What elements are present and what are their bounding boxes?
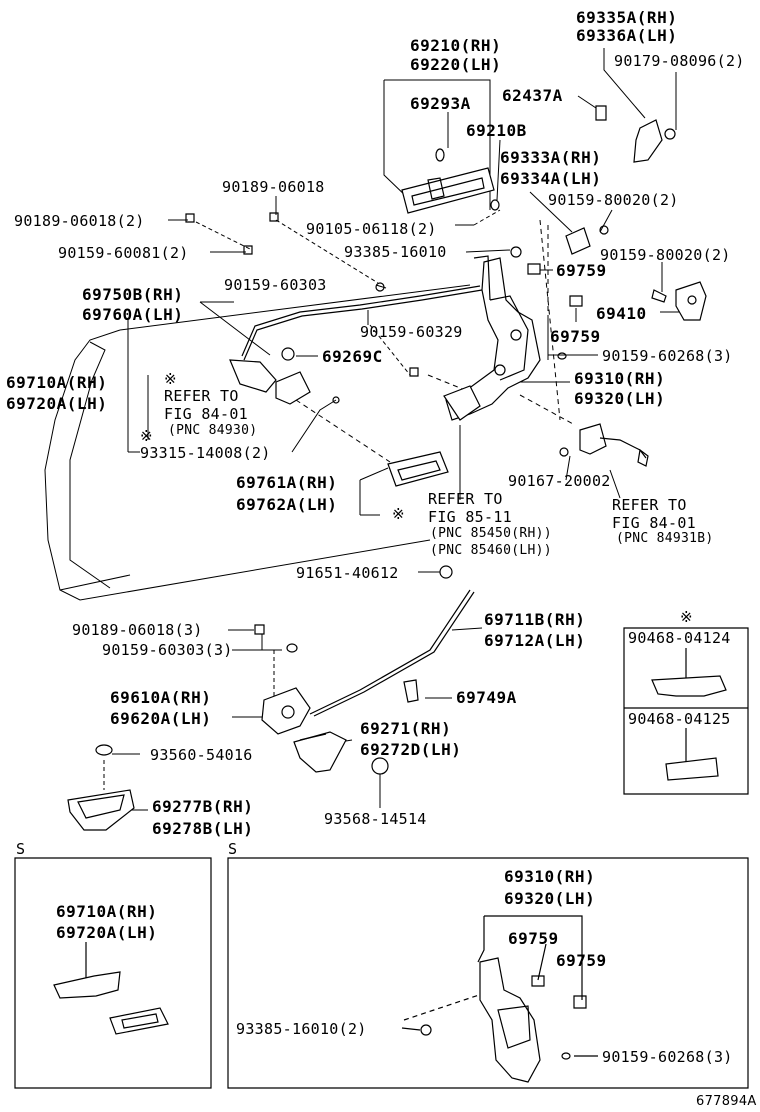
s-box-2 <box>228 858 748 1088</box>
label-69712a: 69712A(LH) <box>484 631 586 650</box>
s2-label-69320: 69320(LH) <box>504 889 596 908</box>
s1-label-69710a: 69710A(RH) <box>56 902 158 921</box>
key-cylinder-part <box>566 226 608 254</box>
label-69335a: 69335A(RH) <box>576 8 678 27</box>
s1-label-69720a: 69720A(LH) <box>56 923 158 942</box>
label-90159-60329: 90159-60329 <box>360 323 463 341</box>
lock-cylinder-part <box>634 120 675 162</box>
label-90159-60303-a: 90159-60303 <box>224 276 327 294</box>
refer-84-01-a-line2: FIG 84-01 <box>164 405 248 423</box>
handle-bezel-part <box>68 790 134 830</box>
latch-bracket-part <box>676 282 706 320</box>
refer-84-01-b-line2: FIG 84-01 <box>612 514 696 532</box>
s2-label-69310: 69310(RH) <box>504 867 596 886</box>
refer-84-01-a-line1: REFER TO <box>164 387 239 405</box>
label-90179-08096: 90179-08096(2) <box>614 52 745 70</box>
label-69269c: 69269C <box>322 347 383 366</box>
label-69310: 69310(RH) <box>574 369 666 388</box>
fasteners <box>96 213 666 774</box>
label-93315-14008: 93315-14008(2) <box>140 444 271 462</box>
star-mark-b: ※ <box>392 505 405 523</box>
label-69320: 69320(LH) <box>574 389 666 408</box>
label-93385-16010: 93385-16010 <box>344 243 447 261</box>
outside-handle-part <box>402 149 499 213</box>
label-69762a: 69762A(LH) <box>236 495 338 514</box>
label-69610a: 69610A(RH) <box>110 688 212 707</box>
refer-84-01-b-pnc: (PNC 84931B) <box>616 531 714 546</box>
label-90189-06018-b: 90189-06018(2) <box>14 212 145 230</box>
label-69410: 69410 <box>596 304 647 323</box>
label-69278b: 69278B(LH) <box>152 819 254 838</box>
label-69210b: 69210B <box>466 121 527 140</box>
refer-85-11-pnc-lh: (PNC 85460(LH)) <box>430 543 552 558</box>
label-69277b: 69277B(RH) <box>152 797 254 816</box>
s-box-1 <box>15 858 211 1088</box>
label-69749a: 69749A <box>456 688 517 707</box>
lock-wire-harness <box>580 424 648 466</box>
s-box-1-tag: S <box>16 840 26 858</box>
label-69336a: 69336A(LH) <box>576 26 678 45</box>
refer-85-11-line2: FIG 85-11 <box>428 508 512 526</box>
inset-star: ※ <box>680 608 693 626</box>
label-69620a: 69620A(LH) <box>110 709 212 728</box>
label-90159-80020-b: 90159-80020(2) <box>600 246 731 264</box>
label-69761a: 69761A(RH) <box>236 473 338 492</box>
star-mark-a: ※ <box>140 427 153 445</box>
label-69710a: 69710A(RH) <box>6 373 108 392</box>
refer-85-11-pnc-rh: (PNC 85450(RH)) <box>430 526 552 541</box>
refer-84-01-a-pnc: (PNC 84930) <box>168 423 258 438</box>
lower-latch-part <box>262 688 310 734</box>
label-69750b: 69750B(RH) <box>82 285 184 304</box>
label-90468-04124: 90468-04124 <box>628 629 731 647</box>
inset-clips-box <box>624 628 748 794</box>
s2-label-93385-16010: 93385-16010(2) <box>236 1020 367 1038</box>
label-69210: 69210(RH) <box>410 36 502 55</box>
label-90159-60303-b: 90159-60303(3) <box>102 641 233 659</box>
lower-handle-part <box>294 732 346 772</box>
door-outline <box>45 285 470 600</box>
label-69333a: 69333A(RH) <box>500 148 602 167</box>
label-90159-60081: 90159-60081(2) <box>58 244 189 262</box>
label-90159-60268-a: 90159-60268(3) <box>602 347 733 365</box>
label-69760a: 69760A(LH) <box>82 305 184 324</box>
label-69720a: 69720A(LH) <box>6 394 108 413</box>
s2-label-90159-60268: 90159-60268(3) <box>602 1048 733 1066</box>
label-69711b: 69711B(RH) <box>484 610 586 629</box>
control-rods <box>230 286 482 392</box>
label-90167-20002: 90167-20002 <box>508 472 611 490</box>
diagram-id: 677894A <box>696 1094 757 1109</box>
label-69293a: 69293A <box>410 94 471 113</box>
s2-label-69759-b: 69759 <box>556 951 607 970</box>
label-69334a: 69334A(LH) <box>500 169 602 188</box>
label-93568-14514: 93568-14514 <box>324 810 427 828</box>
label-69759-a: 69759 <box>556 261 607 280</box>
label-90189-06018-a: 90189-06018 <box>222 178 325 196</box>
refer-84-01-b-line1: REFER TO <box>612 496 687 514</box>
label-91651-40612: 91651-40612 <box>296 564 399 582</box>
long-rod <box>310 590 474 716</box>
inside-handle-part <box>276 348 448 486</box>
label-90105-06118: 90105-06118(2) <box>306 220 437 238</box>
label-62437a: 62437A <box>502 86 563 105</box>
label-69272d: 69272D(LH) <box>360 740 462 759</box>
label-90159-80020-a: 90159-80020(2) <box>548 191 679 209</box>
refer-85-11-line1: REFER TO <box>428 490 503 508</box>
rod-clip-part <box>404 680 418 702</box>
seal-part <box>596 106 606 120</box>
s-box-2-tag: S <box>228 840 238 858</box>
leader-lines <box>104 48 688 810</box>
label-93560-54016: 93560-54016 <box>150 746 253 764</box>
label-69759-b: 69759 <box>550 327 601 346</box>
s2-label-69759-a: 69759 <box>508 929 559 948</box>
label-90468-04125: 90468-04125 <box>628 710 731 728</box>
label-90189-06018-c: 90189-06018(3) <box>72 621 203 639</box>
door-lock-assembly <box>444 256 540 420</box>
label-69220: 69220(LH) <box>410 55 502 74</box>
refer-84-01-star: ※ <box>164 370 177 388</box>
label-69271: 69271(RH) <box>360 719 452 738</box>
